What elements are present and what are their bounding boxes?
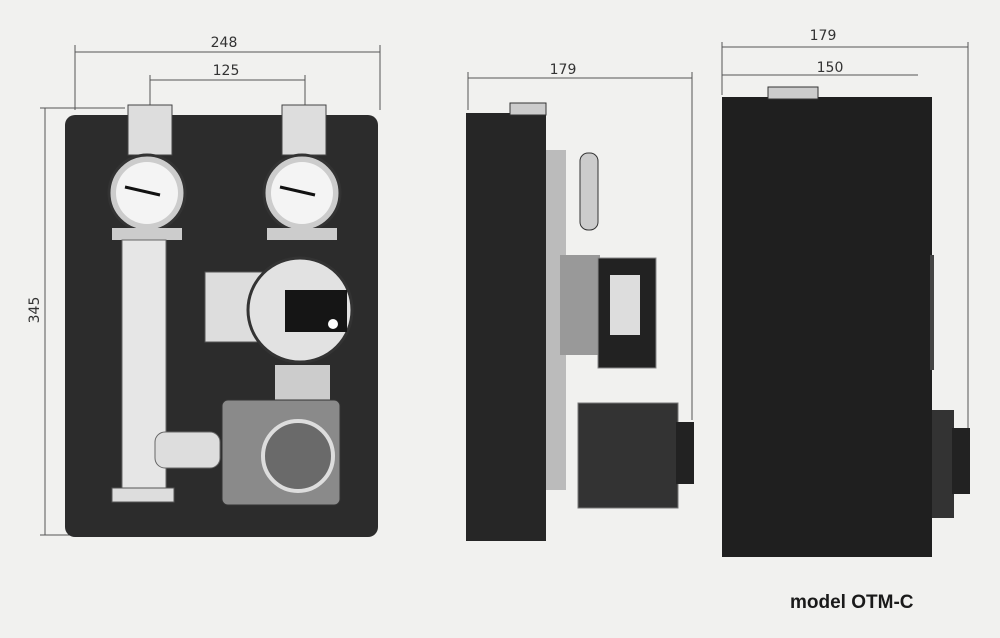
dimension-lines (40, 42, 969, 536)
back-view (722, 86, 970, 557)
dim-front-width: 248 (211, 35, 238, 51)
dim-back-depth: 179 (810, 28, 837, 44)
dim-back-width: 150 (817, 60, 844, 76)
dim-pipe-spacing: 125 (213, 63, 240, 79)
side-view (466, 102, 694, 541)
front-view (65, 104, 378, 537)
dim-side-depth: 179 (550, 62, 577, 78)
dim-front-height: 345 (27, 297, 43, 324)
model-label: model OTM-C (790, 592, 914, 613)
